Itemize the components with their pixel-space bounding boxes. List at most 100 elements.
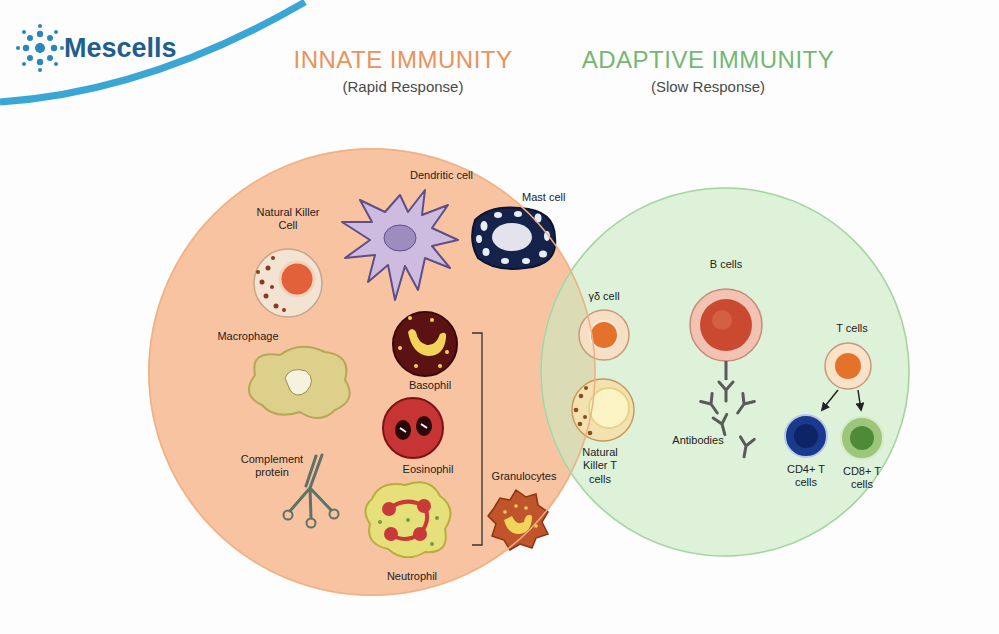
granulocyte-cell	[514, 504, 518, 508]
basophil	[438, 364, 442, 368]
cell-label: CD4+ T cells	[786, 463, 826, 489]
natural-killer-cell	[280, 262, 314, 296]
basophil	[393, 312, 457, 376]
eosinophil	[383, 398, 443, 458]
antibodies	[713, 414, 731, 436]
cell-label: Basophil	[409, 379, 451, 392]
venn-fill	[148, 148, 910, 596]
circle-outline	[541, 188, 909, 556]
dendritic-cell	[342, 190, 458, 300]
group-label: Granulocytes	[492, 470, 557, 483]
natural-killer-cell	[282, 308, 286, 312]
logo-mark	[51, 45, 57, 51]
cell-label: Macrophage	[217, 330, 278, 343]
neutrophil	[384, 527, 398, 541]
logo-mark	[16, 46, 20, 50]
antibodies	[719, 382, 733, 401]
mast-cell	[514, 211, 522, 217]
t-cell	[822, 390, 838, 410]
basophil	[398, 316, 449, 368]
cell-label: T cells	[836, 322, 868, 335]
mast-cell	[501, 258, 509, 264]
t-cell	[785, 415, 827, 457]
nkt-cell	[579, 394, 584, 399]
header-swoosh	[0, 2, 305, 102]
granulocyte-cell	[524, 506, 528, 510]
t-cell	[841, 417, 883, 459]
natural-killer-cell	[260, 280, 265, 285]
natural-killer-cell	[254, 249, 322, 317]
natural-killer-cell	[270, 285, 274, 289]
mast-cell	[522, 258, 530, 264]
neutrophil	[435, 516, 439, 520]
circle-outline	[149, 149, 595, 595]
mast-cell	[494, 212, 502, 218]
venn-fill	[148, 148, 596, 596]
mast-cell	[476, 211, 550, 264]
neutrophil	[417, 499, 431, 513]
logo-mark	[35, 43, 45, 53]
b-cell	[712, 310, 732, 330]
cell-label: Neutrophil	[387, 570, 437, 583]
logo-mark	[54, 30, 58, 34]
complement-protein	[307, 519, 316, 528]
logo-mark	[47, 35, 53, 41]
dendritic-cell	[384, 225, 416, 251]
mast-cell	[481, 221, 488, 231]
section-subheading: (Rapid Response)	[293, 77, 512, 97]
dendritic-cell	[342, 190, 458, 300]
t-cell	[835, 353, 861, 379]
b-cell	[690, 289, 762, 361]
t-cell	[785, 343, 883, 459]
nkt-cell	[588, 431, 593, 436]
granulocyte-cell	[503, 510, 507, 514]
logo-mark	[22, 62, 26, 66]
natural-killer-cell	[254, 249, 322, 317]
cell-label: Natural Killer T cells	[578, 446, 622, 486]
neutrophil	[378, 516, 439, 546]
basophil	[398, 346, 402, 350]
cell-label: Antibodies	[672, 434, 723, 447]
neutrophil	[382, 502, 396, 516]
logo-mark	[54, 62, 58, 66]
gamma-delta-cell	[579, 310, 629, 360]
natural-killer-cell	[266, 266, 271, 271]
logo-mark	[23, 45, 29, 51]
nkt-cell	[583, 415, 587, 419]
t-cell	[825, 343, 871, 389]
cell-label: Dendritic cell	[410, 169, 473, 182]
circle-outline	[540, 187, 910, 557]
basophil	[445, 350, 449, 354]
natural-killer-cell	[274, 304, 279, 309]
cell-label: Natural Killer Cell	[256, 206, 320, 232]
mast-cell	[472, 208, 555, 269]
venn-circle: INNATE IMMUNITY(Rapid Response)	[148, 148, 596, 596]
neutrophil	[413, 527, 427, 541]
antibodies	[701, 382, 755, 458]
b-cell	[700, 299, 752, 351]
cell-label: Eosinophil	[403, 463, 454, 476]
nkt-cell	[572, 379, 634, 441]
cell-label: Mast cell	[522, 191, 565, 204]
mast-cell	[492, 223, 532, 251]
complement-protein	[284, 455, 339, 528]
logo-mark	[27, 55, 33, 61]
macrophage	[249, 347, 350, 418]
neutrophil	[430, 542, 434, 546]
cell-label: B cells	[710, 258, 742, 271]
section-heading: INNATE IMMUNITY	[293, 46, 512, 75]
complement-protein	[330, 510, 339, 519]
section-heading: ADAPTIVE IMMUNITY	[582, 46, 835, 75]
natural-killer-cell	[264, 294, 269, 299]
macrophage	[285, 370, 312, 396]
cell-label: γδ cell	[588, 290, 619, 303]
nkt-cell	[572, 379, 634, 441]
mast-cell	[476, 235, 482, 243]
basophil	[414, 364, 418, 368]
complement-protein	[284, 511, 293, 520]
natural-killer-cell	[271, 256, 275, 260]
circle-heading-group: INNATE IMMUNITY(Rapid Response)	[293, 46, 512, 96]
logo-mark	[16, 24, 64, 72]
b-cell	[690, 289, 762, 380]
